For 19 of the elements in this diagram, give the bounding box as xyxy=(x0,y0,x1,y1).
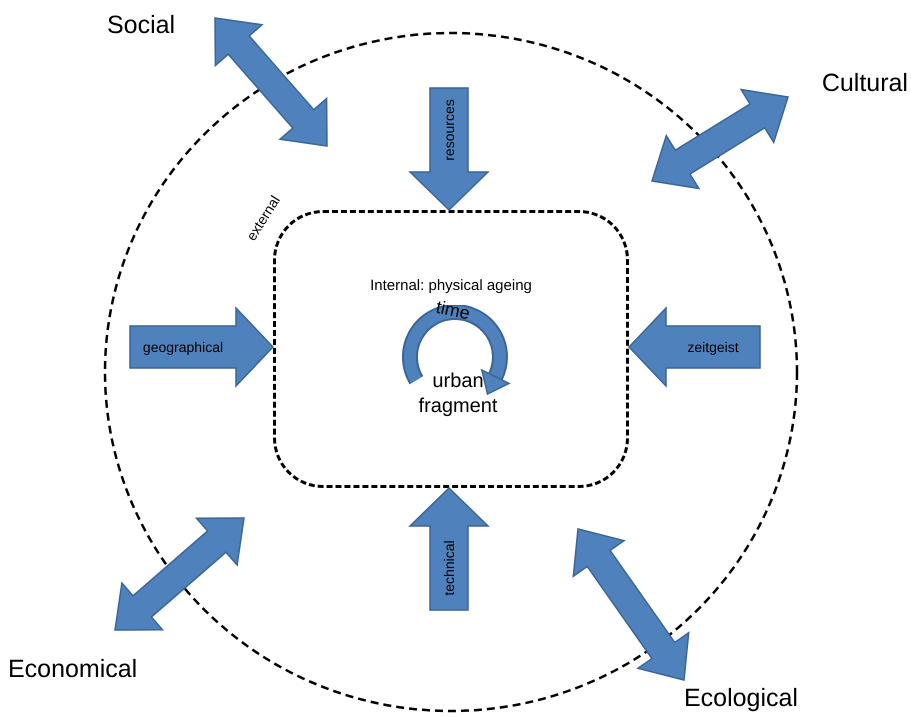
category-label: Social xyxy=(107,8,215,44)
edge-label: technical xyxy=(442,540,456,596)
block-arrow xyxy=(114,517,245,631)
center-label: urban fragment xyxy=(403,365,513,423)
block-arrow xyxy=(651,88,789,190)
edge-label: zeitgeist xyxy=(687,340,739,354)
block-arrow xyxy=(572,528,690,681)
category-label: Economical xyxy=(8,630,160,685)
edge-label: geographical xyxy=(142,340,224,354)
block-arrow xyxy=(408,87,490,212)
block-arrow xyxy=(214,17,328,147)
block-arrow xyxy=(408,486,490,611)
category-label: Ecological xyxy=(684,680,814,717)
box-subheading: Internal: physical ageing xyxy=(369,277,533,296)
block-arrow xyxy=(129,306,274,388)
arc-label: time xyxy=(434,298,472,322)
edge-label: resources xyxy=(442,99,456,161)
category-label: Cultural xyxy=(788,66,908,102)
block-arrow xyxy=(628,306,761,388)
